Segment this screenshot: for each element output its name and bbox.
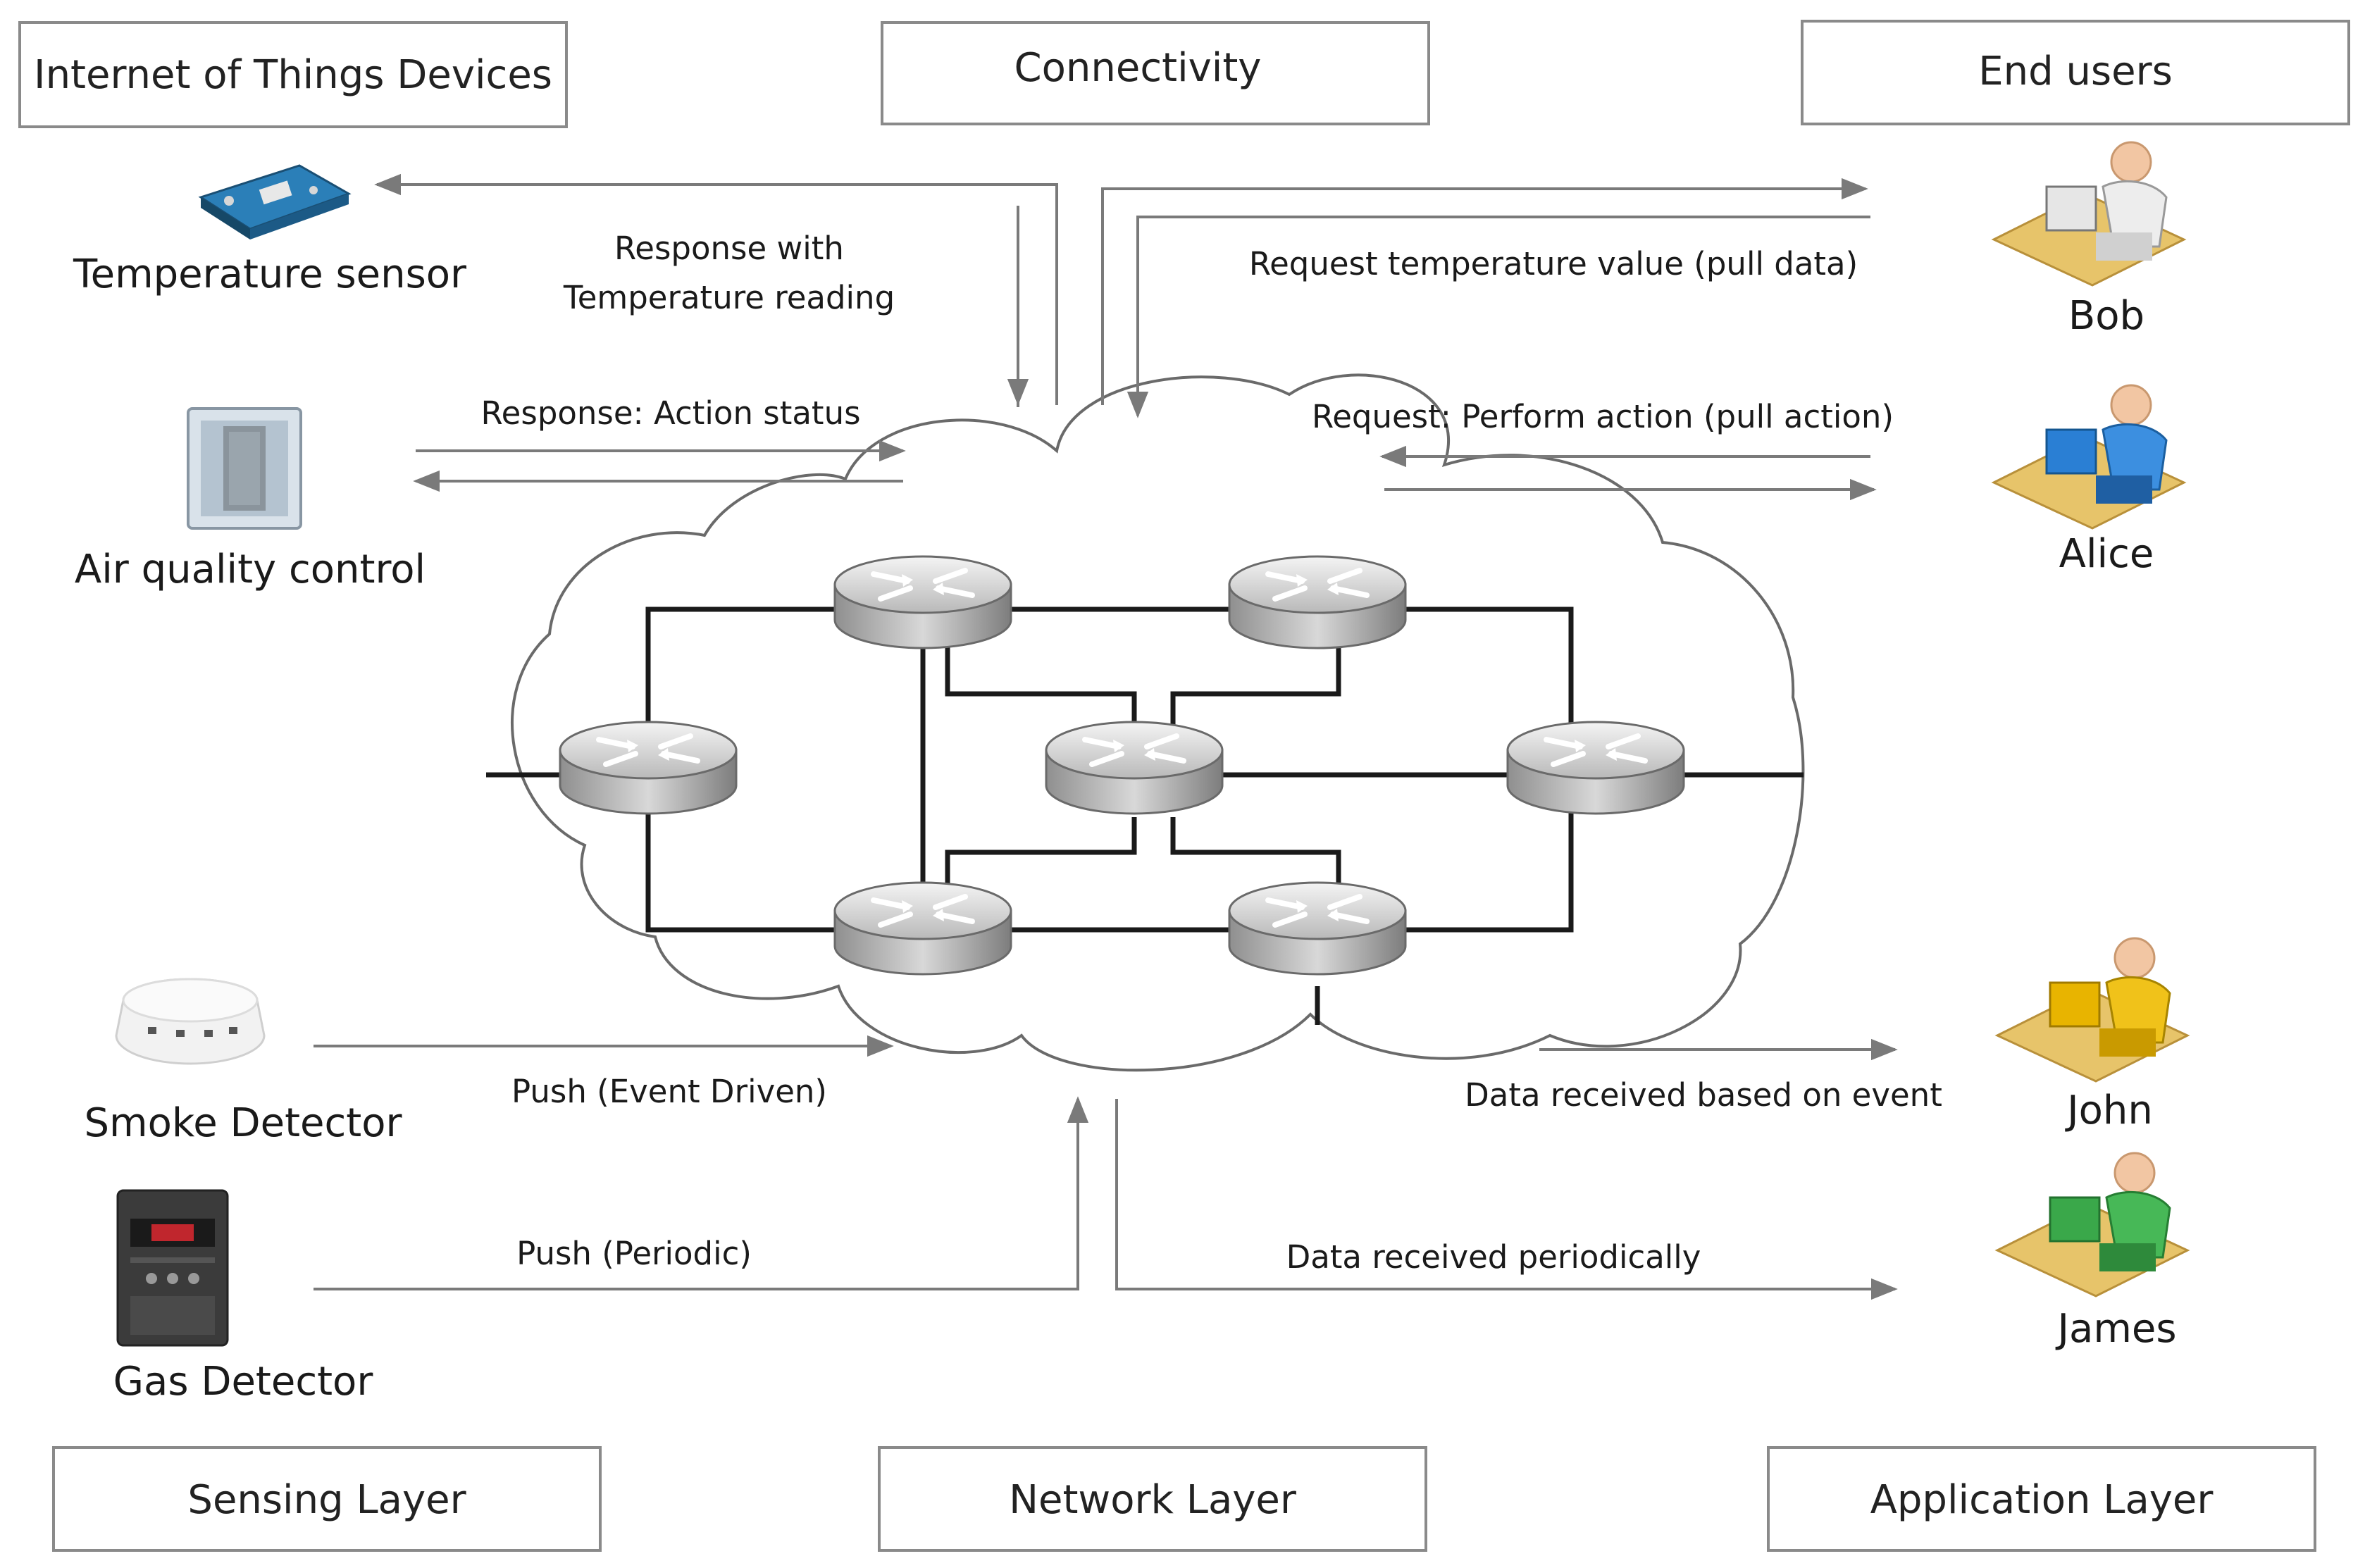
footer-network-layer: Network Layer	[878, 1446, 1427, 1552]
smoke-detector-icon	[115, 978, 266, 1065]
header-iot-devices: Internet of Things Devices	[18, 21, 568, 128]
header-connectivity: Connectivity	[881, 21, 1430, 125]
user-label-james: James	[2055, 1306, 2176, 1352]
air-quality-control-icon	[187, 407, 302, 530]
header-end-users: End users	[1801, 20, 2350, 125]
router-icon	[835, 883, 1011, 974]
footer-application-layer: Application Layer	[1767, 1446, 2316, 1552]
device-label-temperature-sensor: Temperature sensor	[73, 251, 467, 297]
router-icon	[835, 556, 1011, 648]
svg-text:Connectivity: Connectivity	[1014, 45, 1262, 91]
gas-detector-icon	[116, 1189, 229, 1347]
flow-label-response-action: Response: Action status	[480, 394, 860, 432]
router-icon	[1229, 556, 1405, 648]
router-icon	[1229, 883, 1405, 974]
flow-label-response-temp: Temperature reading	[563, 279, 895, 316]
user-alice-icon	[1991, 384, 2187, 530]
user-james-icon	[1994, 1152, 2190, 1298]
router-icon	[560, 722, 736, 814]
svg-text:Application Layer: Application Layer	[1870, 1477, 2214, 1523]
flow-label-push-periodic: Push (Periodic)	[516, 1235, 752, 1272]
temperature-sensor-icon	[198, 164, 352, 239]
device-label-air-quality-control: Air quality control	[75, 547, 426, 592]
user-bob-icon	[1991, 141, 2187, 287]
flow-arrows	[314, 173, 1898, 1300]
router-icon	[1046, 722, 1222, 814]
svg-text:End users: End users	[1978, 49, 2173, 94]
user-label-alice: Alice	[2059, 531, 2154, 577]
device-label-gas-detector: Gas Detector	[113, 1359, 374, 1405]
svg-text:Sensing Layer: Sensing Layer	[187, 1477, 466, 1523]
svg-text:Internet of Things Devices: Internet of Things Devices	[34, 52, 552, 98]
flow-label-push-event: Push (Event Driven)	[511, 1073, 827, 1110]
user-john-icon	[1994, 937, 2190, 1083]
flow-label-response-temp: Response with	[614, 230, 844, 267]
footer-sensing-layer: Sensing Layer	[52, 1446, 602, 1552]
flow-label-request-temp: Request temperature value (pull data)	[1249, 245, 1858, 282]
user-label-john: John	[2065, 1088, 2153, 1133]
flow-label-request-action: Request: Perform action (pull action)	[1312, 398, 1894, 435]
device-label-smoke-detector: Smoke Detector	[84, 1100, 402, 1146]
router-icon	[1508, 722, 1684, 814]
user-label-bob: Bob	[2068, 293, 2144, 339]
flow-label-data-periodic: Data received periodically	[1286, 1238, 1701, 1276]
flow-label-data-event: Data received based on event	[1465, 1076, 1942, 1114]
svg-text:Network Layer: Network Layer	[1009, 1477, 1297, 1523]
